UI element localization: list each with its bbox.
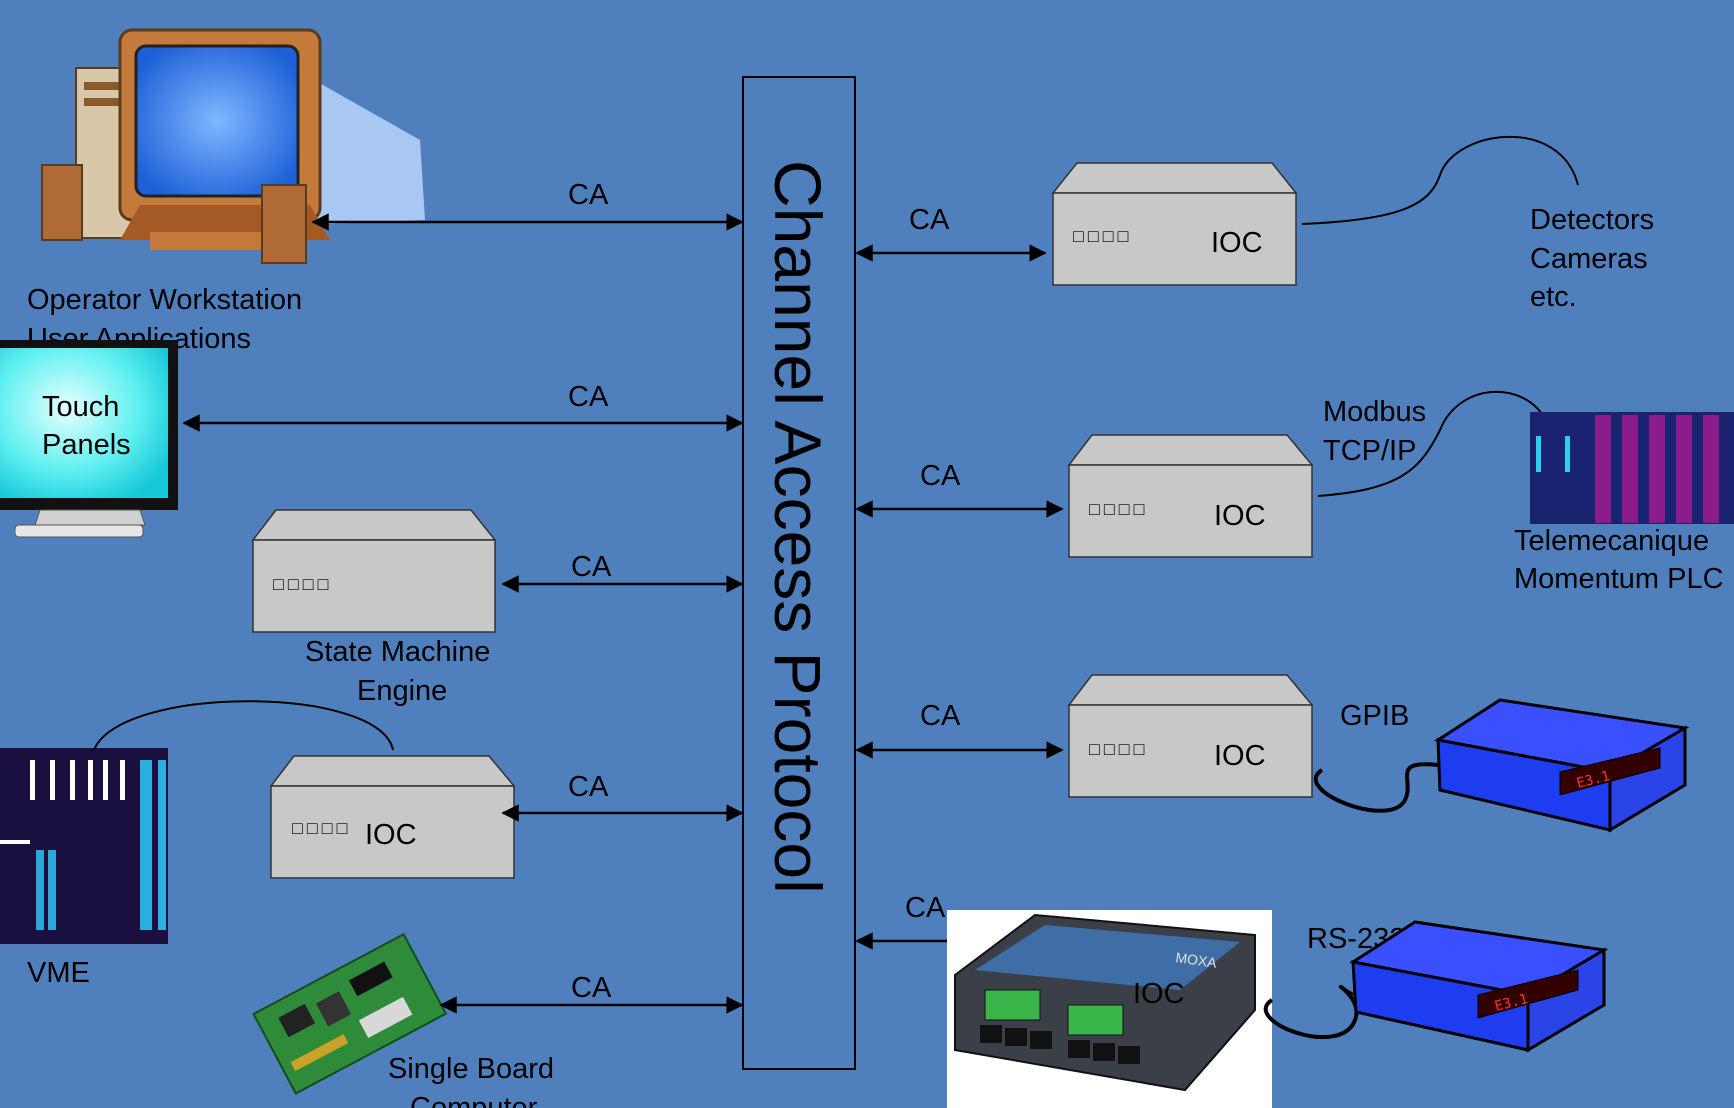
rs232-display: E3.1	[1493, 991, 1530, 1015]
modbus-label-1: Modbus	[1323, 396, 1426, 428]
ioc-plc-label: IOC	[1214, 500, 1266, 532]
gpib-instrument-icon: E3.1	[1434, 698, 1690, 833]
modbus-label-2: TCP/IP	[1323, 435, 1416, 467]
state-machine-leds: □□□□	[273, 574, 333, 594]
ioc-plc-box: □□□□ IOC	[1067, 434, 1314, 558]
vme-cable	[93, 700, 394, 751]
state-machine-box: □□□□	[251, 509, 497, 633]
ioc-gpib-leds: □□□□	[1089, 739, 1149, 759]
ioc-left-leds: □□□□	[292, 818, 352, 838]
ca-label-2: CA	[568, 381, 609, 413]
ioc-serial-label: IOC	[1133, 978, 1185, 1010]
gpib-label: GPIB	[1340, 700, 1409, 732]
sbc-label-2: Computer	[410, 1092, 538, 1108]
detectors-label-2: Cameras	[1530, 243, 1648, 275]
sbc-label-1: Single Board	[388, 1053, 554, 1085]
moxa-brand: MOXA	[1175, 949, 1219, 971]
plc-rack-icon	[1530, 412, 1734, 524]
bus-label: Channel Access Protocol	[761, 160, 835, 894]
gpib-display: E3.1	[1575, 768, 1612, 792]
moxa-ioc-device: MOXA IOC	[947, 910, 1272, 1108]
touch-panels-label-2: Panels	[42, 429, 131, 461]
ca-label-7: CA	[920, 460, 961, 492]
touch-panels-label-1: Touch	[42, 391, 119, 423]
state-machine-label-2: Engine	[357, 675, 447, 707]
rs232-cable	[1263, 984, 1359, 1040]
ca-label-5: CA	[571, 972, 612, 1004]
ioc-left-box: □□□□ IOC	[269, 755, 516, 879]
workstation-label-1: Operator Workstation	[27, 284, 302, 316]
ioc-gpib-box: □□□□ IOC	[1067, 674, 1314, 798]
vme-crate-icon	[0, 748, 168, 944]
state-machine-label-1: State Machine	[305, 636, 490, 668]
touch-panel-icon	[0, 340, 178, 538]
channel-access-bus: Channel Access Protocol	[742, 76, 856, 1070]
ioc-detectors-leds: □□□□	[1073, 226, 1133, 246]
ca-label-6: CA	[909, 204, 950, 236]
ca-label-3: CA	[571, 551, 612, 583]
workstation-icon	[41, 28, 425, 264]
ioc-gpib-label: IOC	[1214, 740, 1266, 772]
plc-label-1: Telemecanique	[1514, 525, 1709, 557]
ca-label-4: CA	[568, 771, 609, 803]
modbus-cable	[1317, 390, 1549, 497]
ioc-left-label: IOC	[365, 819, 417, 851]
gpib-cable	[1313, 762, 1439, 813]
ioc-detectors-box: □□□□ IOC	[1051, 162, 1298, 286]
ca-label-8: CA	[920, 700, 961, 732]
detectors-label-3: etc.	[1530, 281, 1577, 313]
rs232-instrument-icon: E3.1	[1349, 920, 1609, 1053]
detectors-label-1: Detectors	[1530, 204, 1654, 236]
ca-label-1: CA	[568, 179, 609, 211]
detectors-cable	[1301, 135, 1579, 225]
single-board-computer-icon	[252, 932, 448, 1095]
ioc-detectors-label: IOC	[1211, 227, 1263, 259]
ca-label-9: CA	[905, 892, 946, 924]
plc-label-2: Momentum PLC	[1514, 563, 1724, 595]
ioc-plc-leds: □□□□	[1089, 499, 1149, 519]
vme-label: VME	[27, 957, 90, 989]
